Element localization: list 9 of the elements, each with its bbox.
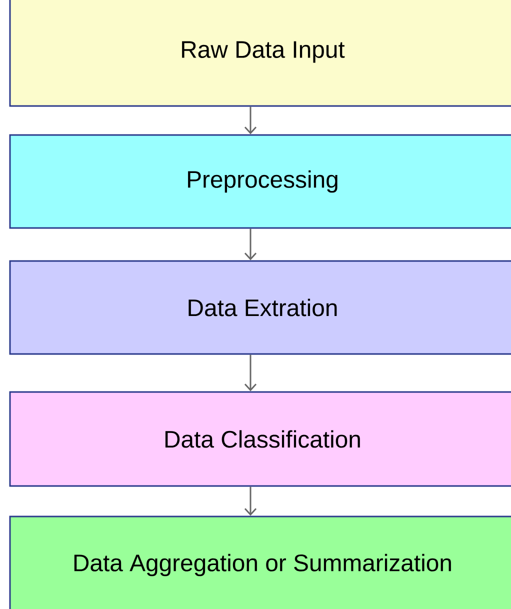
arrow [244, 106, 257, 134]
process-box: Raw Data Input [9, 0, 511, 107]
process-box: Data Extration [9, 260, 511, 355]
arrow [244, 486, 257, 516]
process-box: Data Classification [9, 391, 511, 487]
process-box: Preprocessing [9, 134, 511, 229]
arrow [244, 228, 257, 260]
process-box: Data Aggregation or Summarization [9, 516, 511, 609]
arrow [244, 354, 257, 392]
